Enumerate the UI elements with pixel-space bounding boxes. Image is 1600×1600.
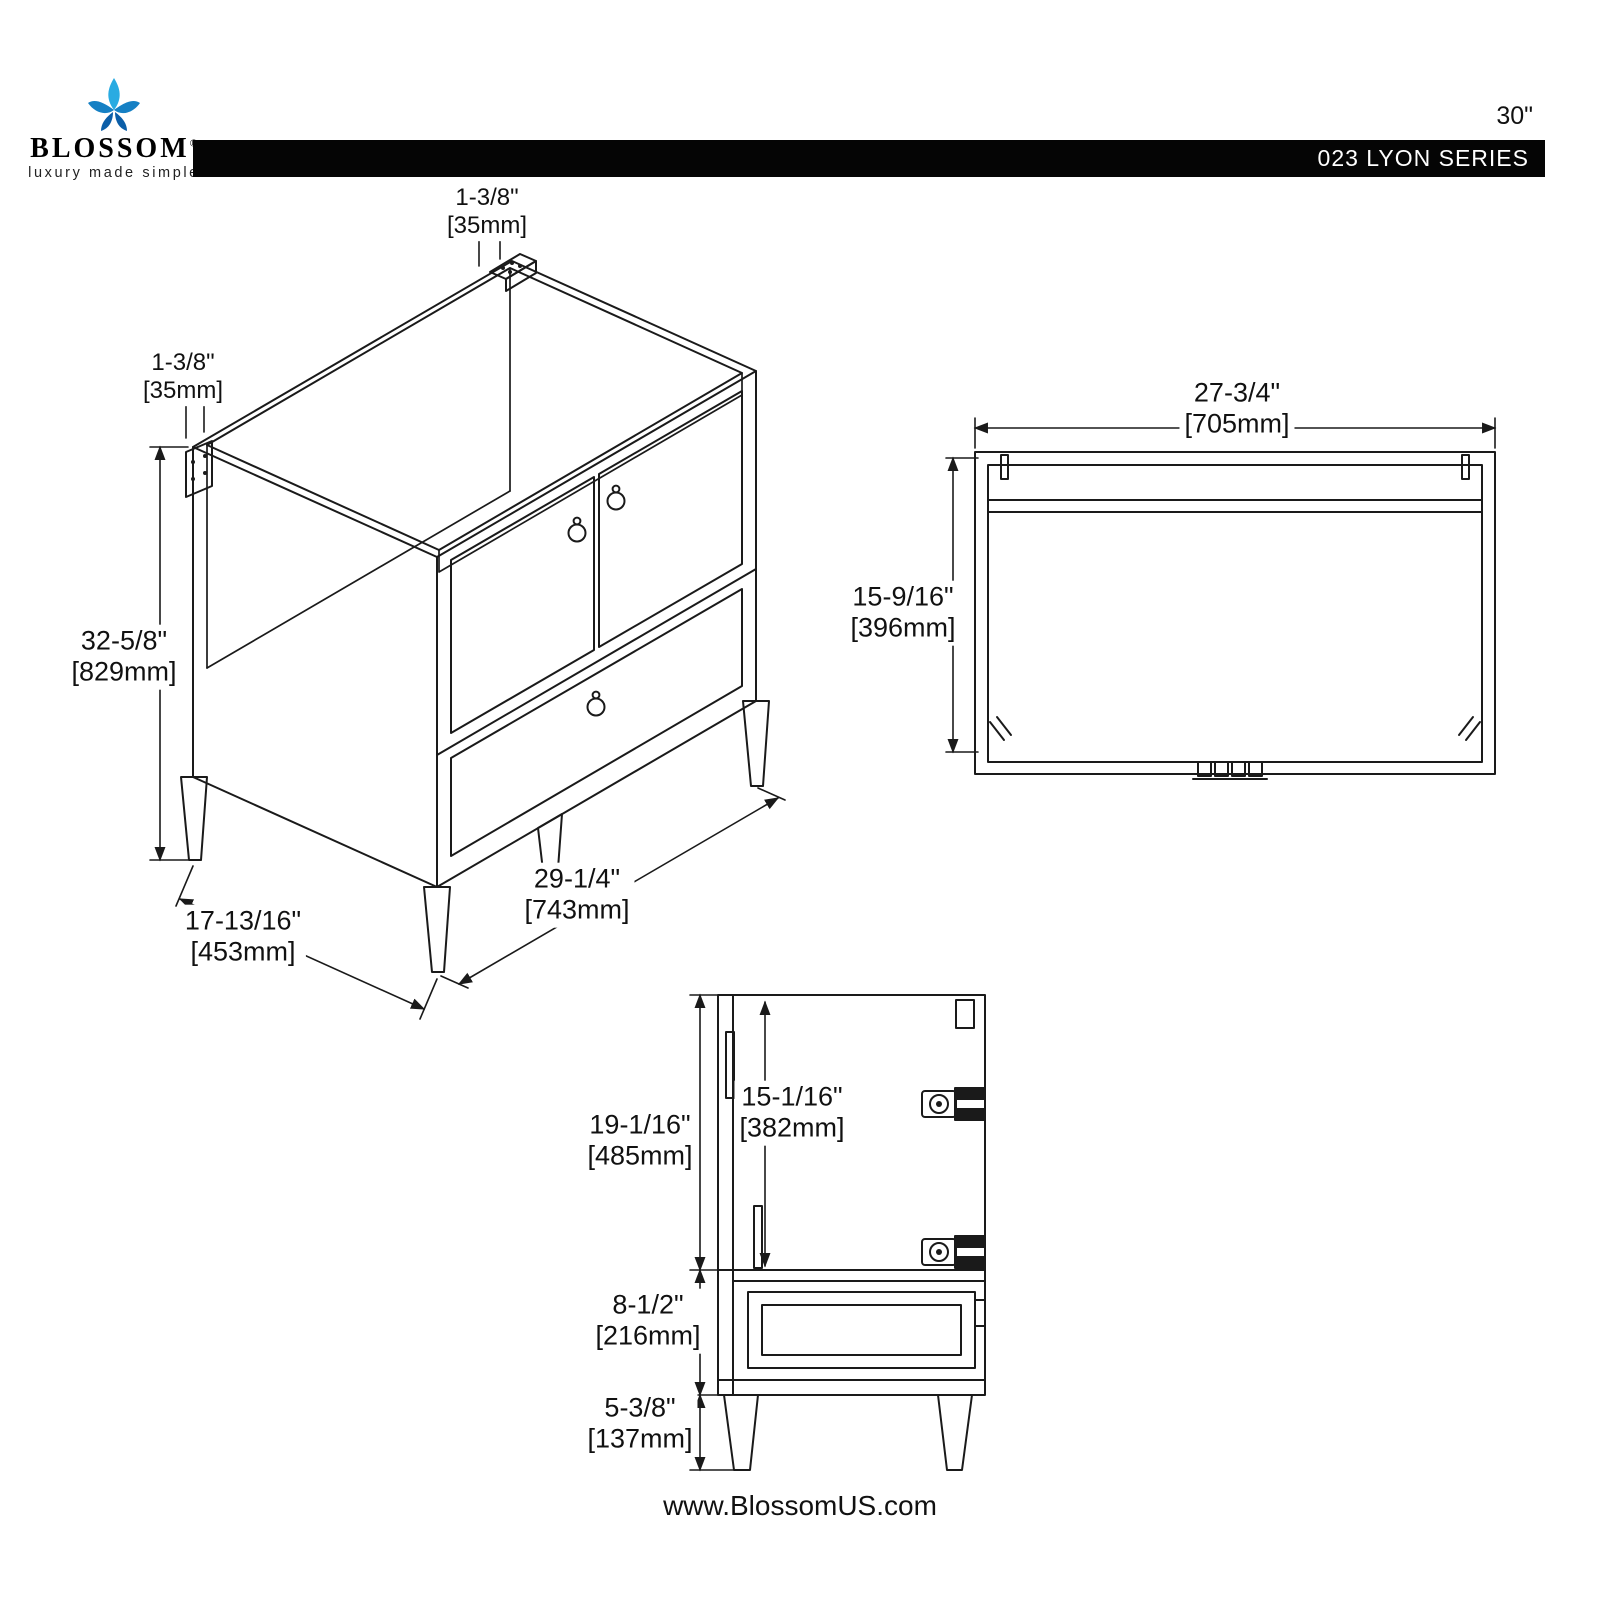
blossom-flower-icon (88, 78, 140, 131)
slide-hardware-icon (1192, 761, 1268, 780)
dim-inches: 15-9/16" (852, 581, 954, 612)
corner-bracket-icon (989, 716, 1012, 741)
side-view-drawing (689, 993, 986, 1472)
dim-side-drawer: 8-1/2" [216mm] (590, 1288, 706, 1354)
dim-inches: 32-5/8" (80, 625, 168, 656)
dim-top-depth: 15-9/16" [396mm] (845, 580, 961, 646)
dim-mm: [382mm] (739, 1113, 845, 1143)
model-size: 30" (1496, 102, 1533, 130)
bracket-pin-icon (1461, 454, 1470, 480)
series-title-bar: 023 LYON SERIES (193, 140, 1545, 177)
dim-side-upper: 19-1/16" [485mm] (582, 1108, 698, 1174)
leg (180, 776, 208, 861)
rail-icon (725, 1031, 735, 1099)
brand-logo: BLOSSOM® luxury made simple (26, 76, 202, 181)
dim-mm: [396mm] (850, 613, 956, 643)
ring-pull-icon (606, 484, 626, 511)
brand-text: BLOSSOM (30, 133, 190, 164)
dim-iso-bracket-top: 1-3/8" [35mm] (441, 183, 533, 241)
drawer-front (450, 588, 743, 857)
dim-inches: 5-3/8" (604, 1392, 676, 1423)
leg (423, 886, 451, 973)
door-right (598, 390, 743, 648)
dim-mm: [485mm] (587, 1141, 693, 1171)
dim-mm: [35mm] (142, 377, 224, 404)
website-url: www.BlossomUS.com (663, 1490, 937, 1521)
rail-icon (753, 1205, 763, 1269)
dim-inches: 1-3/8" (455, 184, 519, 212)
corner-bracket-icon (1458, 716, 1481, 741)
cabinet-outline (192, 260, 757, 888)
bracket-pin-icon (1000, 454, 1009, 480)
dim-mm: [829mm] (71, 657, 177, 687)
hinge-icon (921, 1087, 986, 1121)
dim-mm: [743mm] (524, 895, 630, 925)
dim-iso-bracket-left: 1-3/8" [35mm] (137, 348, 229, 406)
top-rim (206, 267, 743, 551)
brand-name: BLOSSOM® (26, 134, 202, 163)
dim-inches: 17-13/16" (184, 905, 302, 936)
mounting-bracket-icon (185, 440, 213, 498)
iso-view-drawing (149, 230, 786, 1020)
dim-inches: 8-1/2" (612, 1289, 684, 1320)
leg (937, 1394, 973, 1471)
leg (723, 1394, 759, 1471)
top-view-drawing (945, 417, 1497, 780)
dim-mm: [35mm] (446, 212, 528, 239)
dim-inches: 27-3/4" (1193, 377, 1281, 408)
dim-top-width: 27-3/4" [705mm] (1179, 376, 1295, 442)
leg (742, 700, 770, 787)
dim-side-inner: 15-1/16" [382mm] (734, 1080, 850, 1146)
dim-iso-width: 29-1/4" [743mm] (519, 862, 635, 928)
dim-iso-height: 32-5/8" [829mm] (66, 624, 182, 690)
dim-iso-depth: 17-13/16" [453mm] (179, 904, 307, 970)
dim-inches: 29-1/4" (533, 863, 621, 894)
door-left (450, 476, 595, 734)
series-name: 023 LYON SERIES (1317, 145, 1529, 171)
brand-tagline: luxury made simple (28, 165, 200, 182)
mounting-bracket-icon (489, 253, 537, 292)
dim-mm: [705mm] (1184, 409, 1290, 439)
dim-mm: [137mm] (587, 1424, 693, 1454)
bracket-icon (955, 999, 975, 1029)
top-dimension-lines (945, 417, 1497, 754)
hinge-icon (921, 1235, 986, 1269)
dim-mm: [216mm] (595, 1321, 701, 1351)
dim-mm: [453mm] (190, 937, 296, 967)
dim-side-legs: 5-3/8" [137mm] (582, 1391, 698, 1457)
dim-inches: 15-1/16" (741, 1081, 843, 1112)
dim-inches: 19-1/16" (589, 1109, 691, 1140)
ring-pull-icon (586, 690, 606, 717)
drawer-box (747, 1291, 976, 1369)
dim-inches: 1-3/8" (151, 349, 215, 377)
ring-pull-icon (567, 516, 587, 543)
